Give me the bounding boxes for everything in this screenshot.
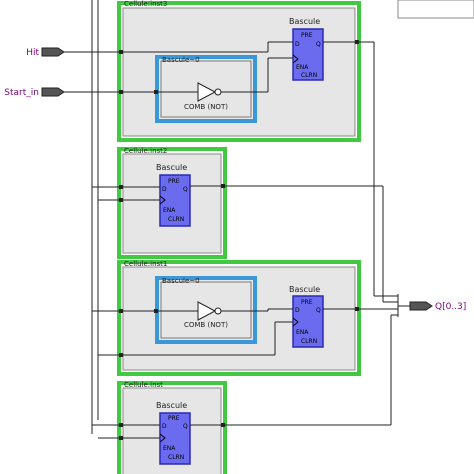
input-pin-start: Start_in xyxy=(4,87,65,98)
flipflop-inst2-q: Q xyxy=(183,186,188,193)
junction xyxy=(119,436,123,440)
cell-inst3-frame xyxy=(117,1,361,142)
flipflop-inst3-q: Q xyxy=(316,41,321,48)
inverter-bubble-icon xyxy=(214,307,222,315)
junction xyxy=(221,423,225,427)
flipflop-inst1-clrn: CLRN xyxy=(301,338,317,345)
flipflop-inst1-title: Bascule xyxy=(289,285,320,294)
flipflop-inst3 xyxy=(292,28,324,81)
flipflop-inst3-pre: PRE xyxy=(301,32,313,39)
flipflop-inst2-clock-icon xyxy=(159,195,166,205)
flipflop-inst-d: D xyxy=(162,423,167,430)
junctions xyxy=(119,40,359,440)
junction xyxy=(119,185,123,189)
flipflop-inst2-d: D xyxy=(162,186,167,193)
flipflop-inst-title: Bascule xyxy=(156,401,187,410)
cell-inst3: Cellule:inst3 Bascule~0 COMB (NOT) Bascu… xyxy=(117,0,361,142)
inverter-bubble-icon xyxy=(214,88,222,96)
cell-inst2-frame xyxy=(117,147,227,259)
input-pin-start-label: Start_in xyxy=(4,88,39,98)
output-pin-q: Q[0..3] xyxy=(409,301,466,312)
flipflop-inst-ena: ENA xyxy=(163,445,176,452)
flipflop-inst3-clrn: CLRN xyxy=(301,72,317,79)
input-pin-hit-icon xyxy=(41,47,65,57)
flipflop-inst-pre: PRE xyxy=(168,415,180,422)
junction xyxy=(119,423,123,427)
flipflop-inst1-ena: ENA xyxy=(296,329,309,336)
input-pin-hit: Hit xyxy=(26,47,65,58)
flipflop-inst3-clock-icon xyxy=(292,54,299,64)
cell-inst: Cellule:inst Bascule PRE D Q ENA CLRN xyxy=(117,381,227,474)
junction xyxy=(119,309,123,313)
flipflop-inst1-d: D xyxy=(295,307,300,314)
offscreen-block-edge xyxy=(397,0,474,19)
cell-inst2: Cellule:inst2 Bascule PRE D Q ENA CLRN xyxy=(117,147,227,259)
flipflop-inst3-d: D xyxy=(295,41,300,48)
flipflop-inst1-clock-icon xyxy=(292,317,299,327)
junction xyxy=(355,307,359,311)
flipflop-inst1-pre: PRE xyxy=(301,299,313,306)
flipflop-inst3-ena: ENA xyxy=(296,64,309,71)
output-pin-q-label: Q[0..3] xyxy=(435,302,466,312)
inverter-label: COMB (NOT) xyxy=(184,321,228,329)
flipflop-inst2-ena: ENA xyxy=(163,207,176,214)
junction xyxy=(154,90,158,94)
inner-block-inst3-frame xyxy=(155,55,257,123)
output-pin-q-icon xyxy=(409,301,433,311)
junction xyxy=(119,90,123,94)
junction xyxy=(119,50,123,54)
inner-block-inst1-title: Bascule~0 xyxy=(162,277,200,285)
cell-inst2-title: Cellule:inst2 xyxy=(124,147,167,155)
input-pin-start-icon xyxy=(41,87,65,97)
cell-inst1-title: Cellule:inst1 xyxy=(124,260,167,268)
input-pin-hit-label: Hit xyxy=(26,48,39,58)
cell-inst-title: Cellule:inst xyxy=(124,381,163,389)
wires xyxy=(64,0,410,439)
flipflop-inst3-title: Bascule xyxy=(289,17,320,26)
flipflop-inst-clrn: CLRN xyxy=(168,454,184,461)
cell-inst1: Cellule:inst1 Bascule~0 COMB (NOT) Bascu… xyxy=(117,260,361,376)
flipflop-inst2-pre: PRE xyxy=(168,178,180,185)
cell-inst-frame xyxy=(117,381,227,474)
cell-inst3-title: Cellule:inst3 xyxy=(124,0,167,8)
junction xyxy=(154,309,158,313)
junction xyxy=(119,198,123,202)
flipflop-inst1-q: Q xyxy=(316,307,321,314)
flipflop-inst-q: Q xyxy=(183,423,188,430)
cell-inst1-frame xyxy=(117,260,361,376)
inverter-label: COMB (NOT) xyxy=(184,103,228,111)
flipflop-inst2-title: Bascule xyxy=(156,163,187,172)
junction xyxy=(355,40,359,44)
flipflop-inst-clock-icon xyxy=(159,433,166,443)
junction xyxy=(221,184,225,188)
junction xyxy=(119,353,123,357)
inner-block-inst3-title: Bascule~0 xyxy=(162,56,200,64)
flipflop-inst2-clrn: CLRN xyxy=(168,216,184,223)
